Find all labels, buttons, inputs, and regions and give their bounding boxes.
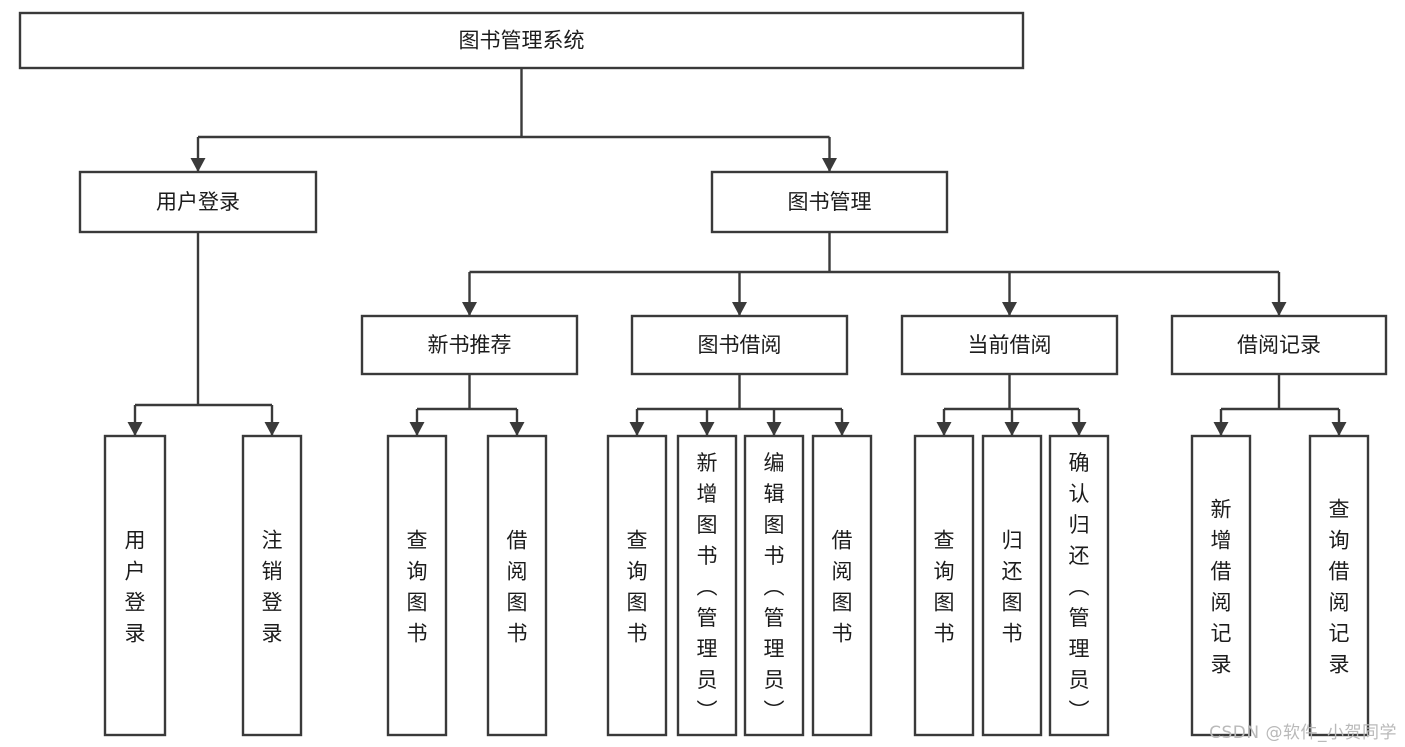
node-label-borrow-borrow-book: 借阅图书 [832,529,853,646]
node-label-new-book-recommend: 新书推荐 [428,333,512,357]
node-current-query-book[interactable]: 查询图书 [913,434,975,737]
node-label-user-login: 用户登录 [156,190,240,214]
nodes-layer: 图书管理系统用户登录图书管理新书推荐图书借阅当前借阅借阅记录用户登录注销登录查询… [18,11,1388,737]
node-label-current-confirm-return: 确认归还︵管理员︶ [1069,451,1090,723]
node-book-manage[interactable]: 图书管理 [710,170,949,234]
node-box-borrow-record [1170,314,1388,376]
node-record-query[interactable]: 查询借阅记录 [1308,434,1370,737]
node-box-current-return-book [981,434,1043,737]
node-user-login[interactable]: 用户登录 [78,170,318,234]
arrow-head-root-0 [190,158,206,172]
node-label-borrow-query-book: 查询图书 [627,529,648,646]
node-book-borrow[interactable]: 图书借阅 [630,314,849,376]
node-box-book-manage [710,170,949,234]
node-borrow-add-book[interactable]: 新增图书︵管理员︶ [676,434,738,737]
node-borrow-record[interactable]: 借阅记录 [1170,314,1388,376]
node-box-borrow-add-book [676,434,738,737]
watermark-text: CSDN @软件_小贺同学 [1209,723,1397,743]
node-current-return-book[interactable]: 归还图书 [981,434,1043,737]
arrow-head-borrow-record-1 [1331,422,1347,436]
node-borrow-borrow-book[interactable]: 借阅图书 [811,434,873,737]
node-box-current-confirm-return [1048,434,1110,737]
node-current-borrow[interactable]: 当前借阅 [900,314,1119,376]
node-box-current-borrow [900,314,1119,376]
node-label-current-borrow: 当前借阅 [968,333,1052,357]
node-box-recommend-borrow-book [486,434,548,737]
arrow-head-book-borrow-3 [834,422,850,436]
node-record-add[interactable]: 新增借阅记录 [1190,434,1252,737]
node-label-borrow-record: 借阅记录 [1237,333,1321,357]
arrow-head-book-manage-1 [732,302,747,316]
arrow-head-root-1 [822,158,837,172]
node-box-new-book-recommend [360,314,579,376]
node-box-borrow-query-book [606,434,668,737]
node-user-login-do[interactable]: 用户登录 [103,434,167,737]
node-box-recommend-query-book [386,434,448,737]
arrow-head-current-borrow-1 [1004,422,1020,436]
node-label-borrow-add-book: 新增图书︵管理员︶ [697,451,718,723]
arrow-head-current-borrow-0 [936,422,952,436]
node-borrow-edit-book[interactable]: 编辑图书︵管理员︶ [743,434,805,737]
node-user-logout[interactable]: 注销登录 [241,434,303,737]
node-box-user-logout [241,434,303,737]
arrow-head-book-borrow-1 [699,422,715,436]
node-label-user-logout: 注销登录 [262,529,283,646]
node-label-book-manage: 图书管理 [788,190,872,214]
arrow-head-book-borrow-0 [629,422,645,436]
node-root[interactable]: 图书管理系统 [18,11,1025,70]
node-box-current-query-book [913,434,975,737]
node-box-root [18,11,1025,70]
arrow-head-current-borrow-2 [1071,422,1087,436]
node-box-borrow-borrow-book [811,434,873,737]
node-borrow-query-book[interactable]: 查询图书 [606,434,668,737]
arrow-head-new-book-recommend-0 [409,422,425,436]
node-label-current-query-book: 查询图书 [934,529,955,646]
node-label-record-query: 查询借阅记录 [1329,498,1350,677]
arrow-head-book-manage-0 [462,302,477,316]
node-label-recommend-borrow-book: 借阅图书 [507,529,528,646]
arrow-head-book-manage-2 [1002,302,1017,316]
arrow-head-user-login-1 [264,422,280,436]
node-box-record-query [1308,434,1370,737]
node-box-record-add [1190,434,1252,737]
node-box-user-login [78,170,318,234]
arrow-head-user-login-0 [127,422,143,436]
node-label-recommend-query-book: 查询图书 [407,529,428,646]
node-current-confirm-return[interactable]: 确认归还︵管理员︶ [1048,434,1110,737]
connectors-layer [127,68,1347,436]
node-recommend-query-book[interactable]: 查询图书 [386,434,448,737]
arrow-head-borrow-record-0 [1213,422,1229,436]
node-label-current-return-book: 归还图书 [1002,529,1023,646]
node-box-borrow-edit-book [743,434,805,737]
node-new-book-recommend[interactable]: 新书推荐 [360,314,579,376]
node-label-borrow-edit-book: 编辑图书︵管理员︶ [764,451,785,723]
arrow-head-book-borrow-2 [766,422,782,436]
node-box-book-borrow [630,314,849,376]
arrow-head-new-book-recommend-1 [509,422,525,436]
node-label-book-borrow: 图书借阅 [698,333,782,357]
node-recommend-borrow-book[interactable]: 借阅图书 [486,434,548,737]
node-label-user-login-do: 用户登录 [125,529,146,646]
node-box-user-login-do [103,434,167,737]
node-label-root: 图书管理系统 [459,29,585,53]
arrow-head-book-manage-3 [1271,302,1287,316]
node-label-record-add: 新增借阅记录 [1211,498,1232,677]
